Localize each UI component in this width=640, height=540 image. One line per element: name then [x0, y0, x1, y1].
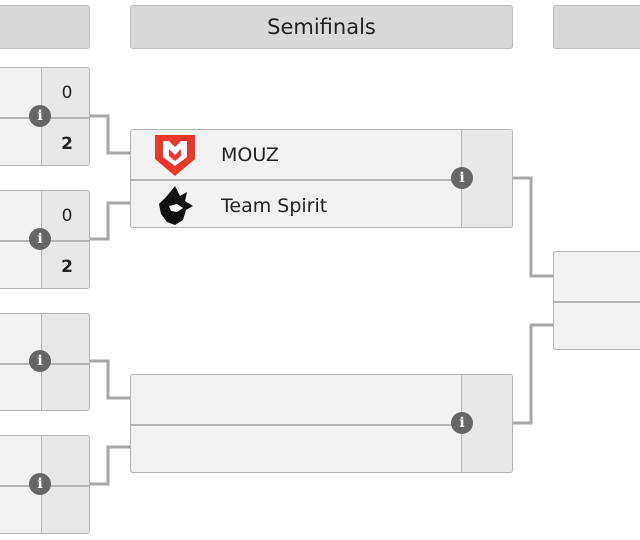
- score-divider: [42, 363, 89, 410]
- team-row: [0, 363, 41, 410]
- semifinal-match-1[interactable]: MOUZ Team Spirit: [130, 129, 513, 228]
- round-header-semifinals: Semifinals: [130, 5, 513, 49]
- team-row: [554, 252, 640, 301]
- info-icon[interactable]: i: [29, 105, 51, 127]
- semifinal-match-2[interactable]: [130, 374, 513, 473]
- team-row: [0, 240, 41, 288]
- round-header-quarterfinals: [0, 5, 90, 49]
- team-spirit-logo: [159, 185, 193, 225]
- team-row: [131, 424, 512, 472]
- team-row: [0, 485, 41, 533]
- info-icon[interactable]: i: [29, 473, 51, 495]
- score-divider: [42, 485, 89, 533]
- info-icon[interactable]: i: [451, 167, 473, 189]
- round-header-final: [553, 5, 640, 49]
- team-row: [554, 301, 640, 349]
- team-name: Team Spirit: [221, 194, 328, 217]
- score: 0: [61, 82, 73, 103]
- score: 0: [61, 205, 73, 226]
- mouz-logo: [155, 134, 195, 176]
- score-column: [41, 436, 89, 533]
- final-match[interactable]: [553, 251, 640, 350]
- team-name: MOUZ: [221, 143, 279, 166]
- info-icon[interactable]: i: [29, 350, 51, 372]
- team-row: [0, 117, 41, 165]
- quarterfinal-match-1[interactable]: 0 2: [0, 67, 90, 166]
- team-row-team-spirit[interactable]: Team Spirit: [131, 179, 512, 227]
- score-column: 0 2: [41, 68, 89, 165]
- score: 2: [42, 117, 89, 165]
- info-icon[interactable]: i: [29, 228, 51, 250]
- info-icon[interactable]: i: [451, 412, 473, 434]
- score: 2: [42, 240, 89, 288]
- team-row-mouz[interactable]: MOUZ: [131, 130, 512, 179]
